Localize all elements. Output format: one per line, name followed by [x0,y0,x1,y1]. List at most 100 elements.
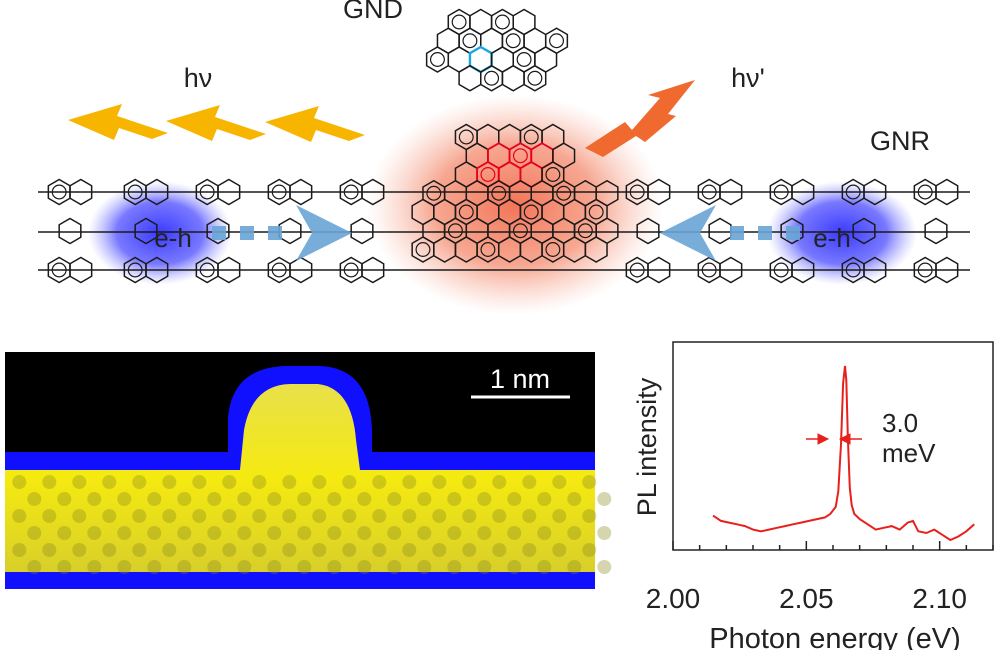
hexagon-ring [361,178,385,206]
stm-atom-spot [552,543,567,557]
stm-atom-spot [237,492,252,506]
hexagon-ring [647,178,671,206]
stm-atom-spot [267,526,282,540]
aromatic-circle [545,242,561,257]
stm-atom-spot [87,560,102,574]
gnr-label: GNR [870,126,930,156]
hexagon-ring [935,256,959,284]
aromatic-circle [447,223,463,239]
stm-atom-spot [42,543,57,557]
stm-atom-spot [177,492,192,506]
stm-atom-spot [342,543,357,557]
stm-atom-spot [72,509,87,523]
stm-atom-spot [522,475,537,489]
stm-atom-spot [372,509,387,523]
stm-atom-spot [177,560,192,574]
stm-atom-spot [432,543,447,557]
hexagon-ring [58,217,82,245]
hexagon-ring [852,217,876,245]
stm-atom-spot [27,492,42,506]
stm-atom-spot [582,475,597,489]
stm-atom-spot [222,543,237,557]
stm-atom-spot [192,543,207,557]
aromatic-circle [480,167,496,182]
stm-atom-spot [27,560,42,574]
stm-atom-spot [462,475,477,489]
hexagon-ring [145,178,169,206]
stm-atom-spot [402,543,417,557]
hexagon-ring [425,46,450,73]
exciton-left-cloud [88,181,232,285]
hexagon-ring [278,217,302,245]
stm-atom-spot [252,543,267,557]
x-tick-label: 2.10 [912,583,967,614]
stm-atom-spot [537,526,552,540]
stm-atom-spot [222,475,237,489]
stm-atom-spot [147,492,162,506]
aromatic-circle [451,14,467,30]
stm-atom-spot [132,509,147,523]
stm-atom-spot [447,492,462,506]
stm-atom-spot [267,560,282,574]
schematic: GND GNR hν hν' e-h e-h [38,0,970,315]
stm-atom-spot [507,492,522,506]
stm-atom-spot [132,475,147,489]
stm-atom-spot [12,475,27,489]
stm-atom-spot [477,560,492,574]
stm-atom-spot [297,560,312,574]
stm-atom-spot [342,509,357,523]
stm-atom-spot [327,526,342,540]
stm-atom-spot [162,509,177,523]
stm-atom-spot [462,509,477,523]
linewidth-annotation [806,433,862,445]
stm-atom-spot [267,492,282,506]
stm-atom-spot [327,492,342,506]
stm-atom-spot [117,526,132,540]
aromatic-circle [588,204,604,220]
stm-atom-spot [252,475,267,489]
stm-atom-spot [102,509,117,523]
stm-atom-spot [507,526,522,540]
stm-atom-spot [567,526,582,540]
hexagon-ring [217,178,241,206]
stm-atom-spot [432,475,447,489]
hexagon-ring [719,178,743,206]
aromatic-circle [545,167,561,182]
hexagon-ring [480,64,504,92]
stm-atom-spot [282,509,297,523]
hexagon-ring [501,64,525,92]
graphene-lattice [47,8,959,284]
aromatic-circle [491,185,507,201]
aromatic-circle [494,14,510,30]
stm-atom-spot [357,526,372,540]
stm-atom-spot [582,543,597,557]
stm-atom-spot [537,560,552,574]
stm-atom-spot [492,509,507,523]
stm-atom-spot [87,526,102,540]
stm-atom-spot [72,543,87,557]
aromatic-circle [556,185,572,201]
stm-atom-spot [57,492,72,506]
stm-atom-spot [162,543,177,557]
stm-atom-spot [102,543,117,557]
stm-topography-body [5,384,595,572]
stm-atom-spot [222,509,237,523]
stm-atom-spot [117,560,132,574]
stm-atom-spot [27,526,42,540]
stm-atom-spot [207,492,222,506]
excitation-flash-1 [68,104,168,140]
emission-flash [585,80,695,157]
stm-atom-spot [297,526,312,540]
scale-bar-label: 1 nm [490,364,550,394]
stm-atom-spot [447,526,462,540]
stm-atom-spot [72,475,87,489]
stm-atom-spot [162,475,177,489]
stm-atom-spot [387,560,402,574]
hexagon-ring [206,217,230,245]
stm-atom-spot [402,509,417,523]
aromatic-circle [523,129,539,145]
stm-atom-spot [492,475,507,489]
stm-atom-spot [462,543,477,557]
aromatic-circle [512,223,528,239]
stm-atom-spot [297,492,312,506]
